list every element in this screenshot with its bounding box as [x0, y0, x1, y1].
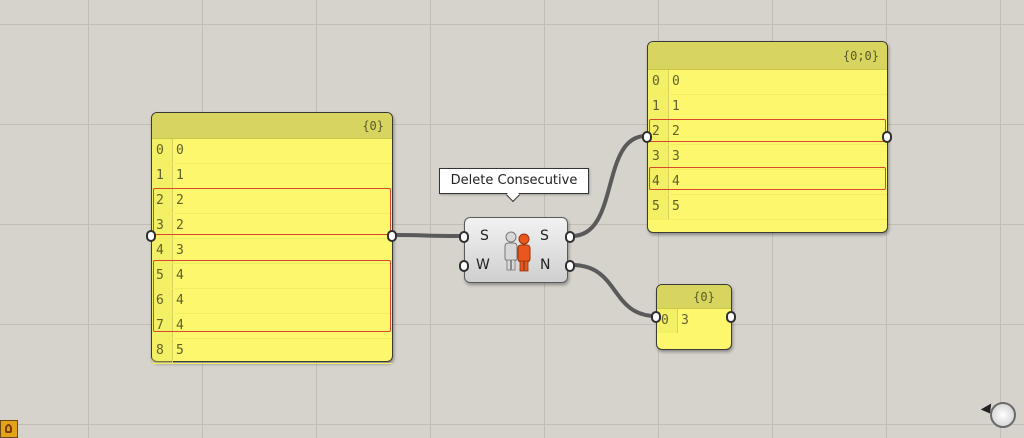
- index-column: [152, 139, 173, 364]
- app-logo-icon[interactable]: [0, 420, 18, 438]
- input-port-s[interactable]: [459, 231, 469, 243]
- delete-consecutive-component[interactable]: S W S N: [459, 217, 575, 283]
- canvas-navigation-icon[interactable]: [990, 402, 1016, 428]
- output-s-panel-path: {0;0}: [842, 49, 879, 63]
- input-label-s: S: [480, 228, 489, 244]
- component-tooltip: Delete Consecutive: [439, 168, 589, 194]
- output-n-panel-right-grip[interactable]: [726, 311, 736, 323]
- output-port-s[interactable]: [565, 231, 575, 243]
- input-panel-path: {0}: [362, 119, 384, 133]
- output-label-n: N: [540, 257, 551, 273]
- index-column: [648, 70, 669, 220]
- index-column: [657, 309, 678, 333]
- output-s-panel-right-grip[interactable]: [882, 131, 892, 143]
- output-n-panel-path: {0}: [693, 290, 715, 304]
- wire-n-to-count-panel[interactable]: [571, 263, 657, 318]
- wire-input-to-s[interactable]: [395, 233, 461, 238]
- input-label-w: W: [476, 257, 490, 273]
- output-label-s: S: [540, 228, 549, 244]
- panel-path-label: {0;0}: [648, 42, 887, 70]
- tooltip-text: Delete Consecutive: [450, 173, 578, 188]
- input-panel-right-grip[interactable]: [387, 230, 397, 242]
- panel-path-label: {0}: [657, 285, 731, 309]
- output-port-n[interactable]: [565, 260, 575, 272]
- panel-path-label: {0}: [152, 113, 392, 139]
- input-panel-left-grip[interactable]: [146, 230, 156, 242]
- output-s-panel-left-grip[interactable]: [642, 131, 652, 143]
- delete-consecutive-icon: [504, 231, 531, 272]
- input-port-w[interactable]: [459, 260, 469, 272]
- output-n-panel-left-grip[interactable]: [651, 311, 661, 323]
